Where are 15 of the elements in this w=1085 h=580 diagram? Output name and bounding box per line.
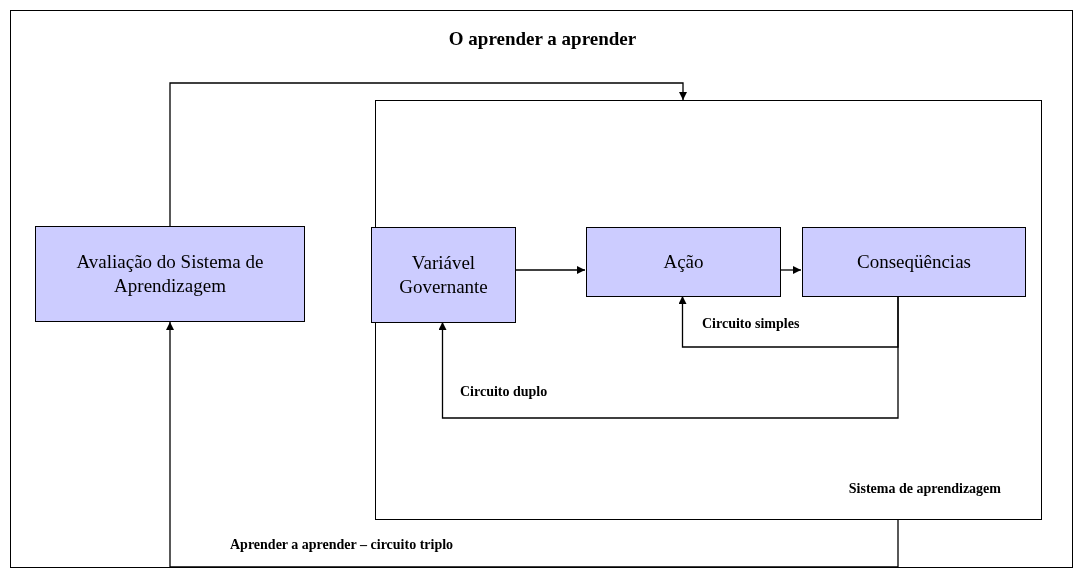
process-box: Conseqüências: [802, 227, 1026, 297]
arrow: [779, 266, 802, 274]
edge-label: Aprender a aprender – circuito triplo: [228, 537, 456, 553]
arrow: [166, 321, 899, 568]
arrow: [678, 295, 899, 348]
edge-label: Circuito simples: [700, 316, 802, 332]
process-box: Avaliação do Sistema de Aprendizagem: [35, 226, 305, 322]
diagram-title: O aprender a aprender: [447, 28, 638, 50]
arrow: [514, 266, 586, 274]
system-label: Sistema de aprendizagem: [848, 481, 1001, 497]
arrow: [169, 82, 687, 227]
process-box: Ação: [586, 227, 781, 297]
arrow: [438, 295, 899, 419]
process-box: Variável Governante: [371, 227, 516, 323]
edge-label: Circuito duplo: [458, 384, 550, 400]
